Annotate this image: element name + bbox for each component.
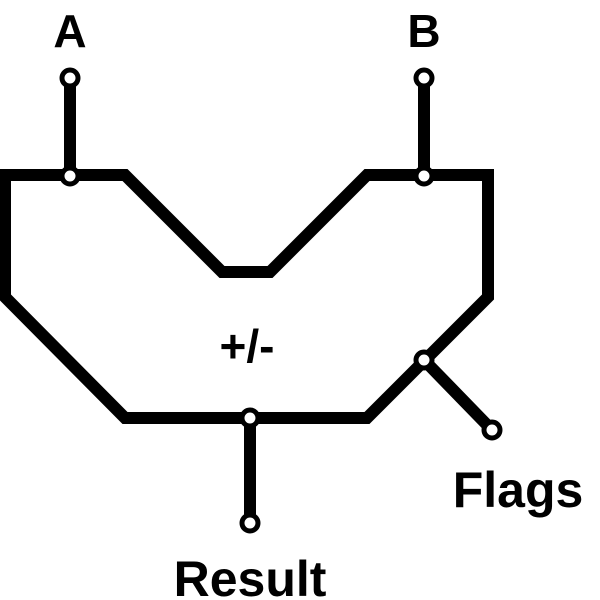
input-b-junction (413, 165, 435, 187)
input-a-junction (59, 165, 81, 187)
input-b-terminal (413, 67, 435, 89)
flags-wire (419, 355, 497, 435)
input-a-label: A (53, 5, 86, 57)
result-terminal (239, 512, 261, 534)
input-b-label: B (407, 5, 440, 57)
alu-body-outline (0, 169, 494, 424)
flags-label: Flags (453, 462, 584, 518)
flags-terminal (481, 419, 503, 441)
flags-junction (413, 349, 435, 371)
result-junction (239, 407, 261, 429)
result-label: Result (174, 551, 327, 600)
input-a-terminal (59, 67, 81, 89)
operation-label: +/- (220, 320, 275, 372)
